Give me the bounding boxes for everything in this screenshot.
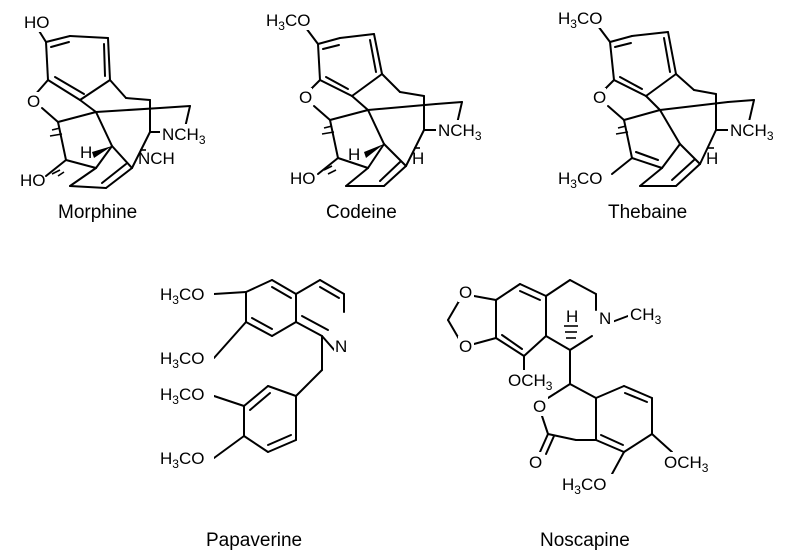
morphine-label-3: H: [80, 143, 92, 162]
papaverine-label-h3co-3: H3CO: [160, 385, 204, 407]
noscapine-label-o-ring: O: [533, 397, 546, 416]
morphine-label-2: HO: [20, 171, 46, 190]
morphine-label-1: O: [27, 92, 40, 111]
codeine-label-o: O: [299, 88, 312, 107]
noscapine-label-n: N: [599, 309, 611, 328]
morphine-atom-labels: HO O HO H NCH NCH3: [20, 12, 208, 190]
codeine-label-h2: H: [412, 149, 424, 168]
noscapine-label-och3-right: OCH3: [664, 453, 709, 475]
molecule-codeine: H3CO O HO H H NCH3 Codeine: [264, 10, 488, 223]
papaverine-label-h3co-4: H3CO: [160, 449, 204, 471]
papaverine-label-h3co-1: H3CO: [160, 285, 204, 307]
morphine-bonds: [33, 25, 191, 189]
thebaine-label-nch3: NCH3: [730, 121, 774, 143]
codeine-label-ho: HO: [290, 169, 316, 188]
codeine-label-h3co: H3CO: [266, 11, 310, 33]
noscapine-label-o-carbonyl: O: [529, 453, 542, 472]
noscapine-label-och3-top: OCH3: [508, 371, 553, 393]
codeine-label-nch3: NCH3: [438, 121, 482, 143]
papaverine-atom-labels: H3CO H3CO H3CO H3CO N: [160, 284, 350, 471]
molecule-papaverine: H3CO H3CO H3CO H3CO N Papaverine: [160, 279, 350, 551]
caption-codeine: Codeine: [326, 202, 397, 223]
noscapine-stereo: [564, 325, 578, 339]
noscapine-label-o1: O: [459, 283, 472, 302]
codeine-bonds: [305, 27, 463, 187]
molecule-noscapine: O O H N CH3 OCH3 O O OCH3 H3CO Noscapine: [447, 279, 720, 551]
papaverine-label-n: N: [335, 337, 347, 356]
thebaine-label-h: H: [706, 149, 718, 168]
noscapine-label-h: H: [566, 307, 578, 326]
papaverine-label-h3co-2: H3CO: [160, 349, 204, 371]
noscapine-label-o2: O: [459, 337, 472, 356]
codeine-label-h1: H: [348, 145, 360, 164]
morphine-label-4: NCH: [138, 149, 175, 168]
papaverine-bonds: [213, 279, 345, 459]
codeine-stereo: [321, 125, 420, 175]
molecule-morphine: HO O HO H NCH NCH3 Morphine: [20, 12, 208, 223]
morphine-label-0: HO: [24, 13, 50, 32]
noscapine-label-h3co-bottom: H3CO: [562, 475, 606, 497]
morphine-stereo: [49, 127, 146, 177]
caption-papaverine: Papaverine: [206, 530, 302, 551]
caption-thebaine: Thebaine: [608, 202, 687, 223]
caption-morphine: Morphine: [58, 202, 137, 223]
thebaine-label-o: O: [593, 88, 606, 107]
noscapine-label-ch3: CH3: [630, 305, 662, 327]
thebaine-label-h3co-bottom: H3CO: [558, 169, 602, 191]
thebaine-stereo: [615, 125, 714, 149]
thebaine-bonds: [597, 25, 755, 187]
thebaine-atom-labels: H3CO O H3CO H NCH3: [556, 8, 782, 191]
thebaine-label-h3co-top: H3CO: [558, 9, 602, 31]
molecule-thebaine: H3CO O H3CO H NCH3 Thebaine: [556, 8, 782, 223]
codeine-atom-labels: H3CO O HO H H NCH3: [264, 10, 488, 188]
morphine-label-4b: NCH3: [162, 125, 206, 147]
noscapine-bonds: [447, 279, 673, 475]
noscapine-atom-labels: O O H N CH3 OCH3 O O OCH3 H3CO: [458, 282, 720, 497]
caption-noscapine: Noscapine: [540, 530, 630, 551]
